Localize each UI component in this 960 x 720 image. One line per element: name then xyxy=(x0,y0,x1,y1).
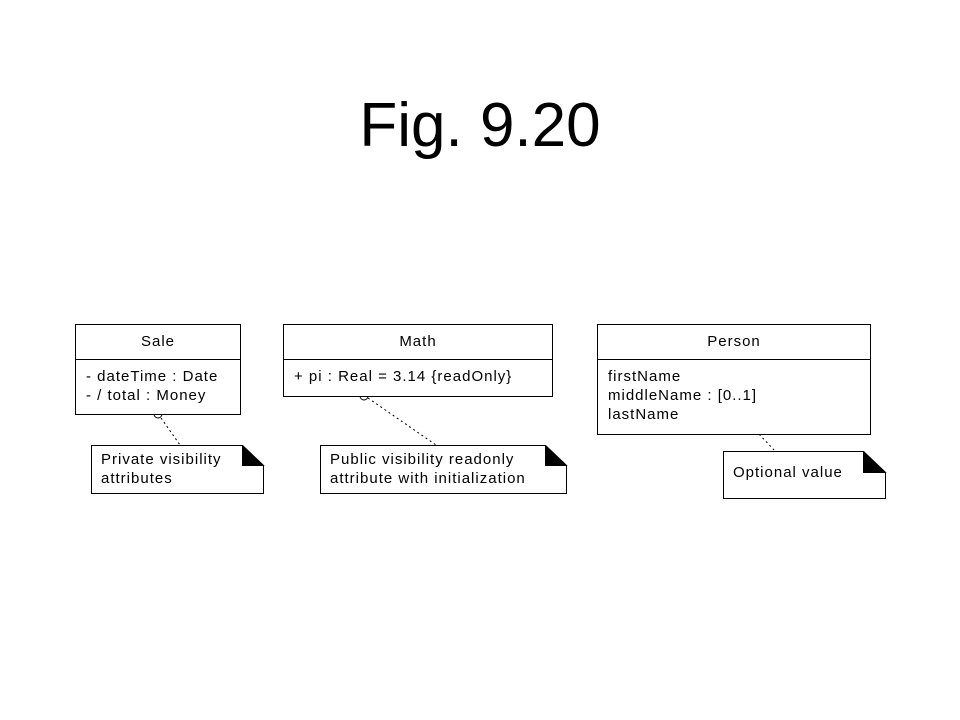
note-private-line-1: Private visibility xyxy=(101,451,222,468)
class-person-attributes: firstName middleName : [0..1] lastName xyxy=(598,360,870,424)
note-shape xyxy=(723,451,887,499)
note-public-line-2: attribute with initialization xyxy=(330,470,526,487)
class-math-name: Math xyxy=(284,325,552,360)
class-math-attributes: + pi : Real = 3.14 {readOnly} xyxy=(284,360,552,386)
note-shape xyxy=(320,445,568,494)
attribute-firstname: firstName xyxy=(608,368,682,385)
class-sale-name: Sale xyxy=(76,325,240,360)
attribute-pi: + pi : Real = 3.14 {readOnly} xyxy=(294,368,513,385)
note-public-readonly: Public visibility readonly attribute wit… xyxy=(320,445,568,494)
note-optional-line-1: Optional value xyxy=(733,464,843,481)
class-person-name: Person xyxy=(598,325,870,360)
connector-sale xyxy=(153,409,181,446)
attribute-total: - / total : Money xyxy=(86,387,207,404)
note-private-visibility: Private visibility attributes xyxy=(91,445,265,494)
figure-title: Fig. 9.20 xyxy=(359,91,601,160)
attribute-datetime: - dateTime : Date xyxy=(86,368,219,385)
class-sale: Sale - dateTime : Date - / total : Money xyxy=(75,324,241,415)
class-math: Math + pi : Real = 3.14 {readOnly} xyxy=(283,324,553,397)
note-public-line-1: Public visibility readonly xyxy=(330,451,515,468)
note-private-line-2: attributes xyxy=(101,470,173,487)
note-optional-value: Optional value xyxy=(723,451,887,499)
attribute-lastname: lastName xyxy=(608,406,680,423)
connector-math xyxy=(359,391,437,446)
attribute-middlename: middleName : [0..1] xyxy=(608,387,758,404)
class-sale-attributes: - dateTime : Date - / total : Money xyxy=(76,360,240,405)
note-shape xyxy=(91,445,265,494)
class-person: Person firstName middleName : [0..1] las… xyxy=(597,324,871,435)
